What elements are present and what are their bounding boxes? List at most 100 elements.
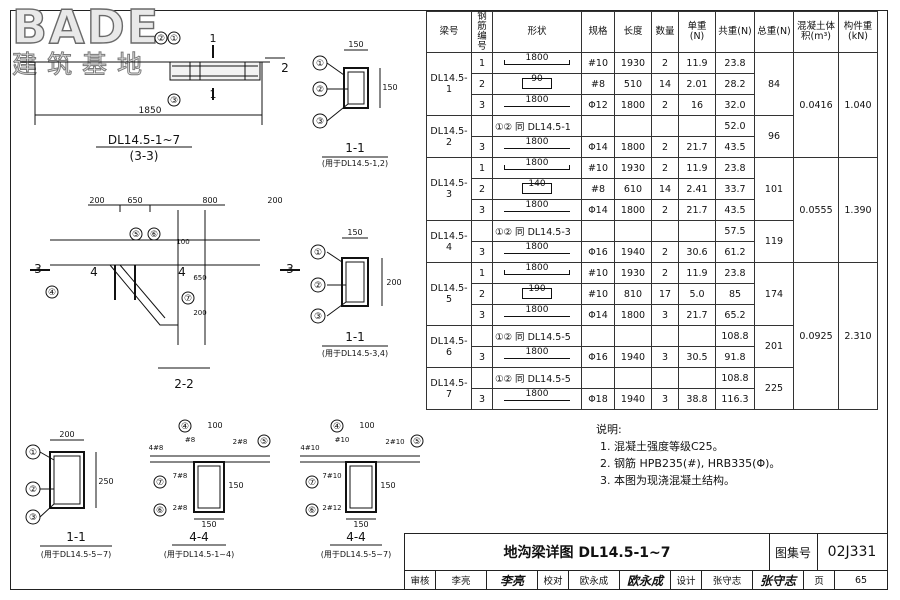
sum-weight-cell: 96: [754, 115, 794, 158]
unit-weight-cell: 21.7: [678, 136, 716, 158]
sec44a-lbl1: 4#8: [149, 444, 164, 452]
drawing-frame: [10, 10, 888, 590]
rebar-length-label: 1800: [525, 304, 549, 315]
rebar-length-label: 190: [528, 283, 546, 294]
cut-3-left: 3: [34, 262, 42, 276]
beam-id-cell: DL14.5-5: [426, 262, 472, 326]
cut-4-right: 4: [178, 265, 186, 279]
unit-weight-cell: [678, 367, 716, 389]
cut-2-label: 2: [281, 61, 289, 75]
member-weight-cell: 1.040: [838, 52, 878, 158]
qty-cell: [651, 325, 679, 347]
sec44b-title: 4-4: [346, 530, 366, 544]
sec44a-height: 150: [228, 481, 243, 490]
shape-cell: 1800: [492, 199, 582, 221]
length-cell: 1800: [614, 304, 652, 326]
unit-weight-cell: [678, 325, 716, 347]
col-spec: 规格: [581, 11, 615, 53]
length-cell: 1800: [614, 94, 652, 116]
shape-cell: ①② 同 DL14.5-5: [492, 325, 582, 347]
total-weight-cell: 116.3: [715, 388, 755, 410]
unit-weight-cell: 21.7: [678, 199, 716, 221]
rebar-shape-icon: 1800: [498, 242, 576, 258]
qty-cell: 2: [651, 136, 679, 158]
rebar-line-icon: [504, 315, 570, 317]
spec-cell: [581, 325, 615, 347]
shape-cell: 1800: [492, 157, 582, 179]
logo-cn: 建筑基地: [12, 50, 153, 80]
sec-c-mark1: ①: [29, 448, 37, 458]
qty-cell: 17: [651, 283, 679, 305]
sum-weight-cell: 84: [754, 52, 794, 116]
shape-cell: 1800: [492, 94, 582, 116]
beam-id-cell: DL14.5-7: [426, 367, 472, 410]
shape-cell: 1800: [492, 388, 582, 410]
qty-cell: 3: [651, 346, 679, 368]
sec-b-note: (用于DL14.5-3,4): [322, 349, 388, 358]
rebar-length-label: 1800: [525, 199, 549, 210]
col-beam: 梁号: [426, 11, 472, 53]
logo-brand: BADE: [11, 0, 161, 54]
volume-cell: 0.0925: [793, 262, 839, 410]
shape-cell: 1800: [492, 52, 582, 74]
sec22-mark4: ④: [48, 288, 56, 298]
rebar-no-cell: [471, 220, 493, 242]
rebar-length-label: 1800: [525, 157, 549, 168]
total-weight-cell: 23.8: [715, 52, 755, 74]
sec-c-mark3: ③: [29, 513, 37, 523]
beam-id-cell: DL14.5-6: [426, 325, 472, 368]
atlas-number: 02J331: [817, 534, 887, 571]
sec44a-width: 150: [201, 520, 216, 529]
total-weight-cell: 28.2: [715, 73, 755, 95]
rebar-no-cell: 3: [471, 136, 493, 158]
shape-cell: ①② 同 DL14.5-5: [492, 367, 582, 389]
qty-cell: 2: [651, 94, 679, 116]
sec44a-mark6: ⑥: [156, 506, 164, 516]
spec-cell: [581, 115, 615, 137]
beam-id-cell: DL14.5-1: [426, 52, 472, 116]
unit-weight-cell: 11.9: [678, 157, 716, 179]
sec44b-height: 150: [380, 481, 395, 490]
sec44a-title: 4-4: [189, 530, 209, 544]
shape-cell: 1800: [492, 262, 582, 284]
cut-1-bot: 1: [210, 88, 217, 101]
notes: 说明: 1. 混凝土强度等级C25。 2. 钢筋 HPB235(#), HRB3…: [596, 421, 780, 489]
length-cell: 510: [614, 73, 652, 95]
total-weight-cell: 108.8: [715, 367, 755, 389]
sec44a-note: (用于DL14.5-1~4): [164, 550, 234, 559]
shape-cell: 90: [492, 73, 582, 95]
length-cell: 1800: [614, 136, 652, 158]
spec-cell: Φ14: [581, 199, 615, 221]
unit-weight-cell: [678, 115, 716, 137]
sec44a-mark5: ⑤: [260, 437, 268, 447]
shape-cell: 190: [492, 283, 582, 305]
sec22-mark5: ⑤: [132, 230, 140, 240]
sec44a-lbl3: 7#8: [173, 472, 188, 480]
col-qty: 数量: [651, 11, 679, 53]
check-label: 校对: [538, 570, 569, 590]
rebar-line-icon: [504, 147, 570, 149]
signature-row: 审核 李亮 李亮 校对 欧永成 欧永成 设计 张守志 张守志 页 65: [405, 570, 887, 590]
dim-22-2: 650: [127, 196, 142, 205]
rebar-no-cell: 3: [471, 199, 493, 221]
col-total: 共重(N): [715, 11, 755, 53]
member-weight-cell: 2.310: [838, 262, 878, 410]
designer: 张守志: [702, 570, 753, 590]
shape-cell: 1800: [492, 346, 582, 368]
sec44b-mark5: ⑤: [413, 437, 421, 447]
length-cell: 1800: [614, 199, 652, 221]
reviewer-signature: 李亮: [487, 570, 538, 590]
length-cell: [614, 325, 652, 347]
drawing-title: 地沟梁详图 DL14.5-1~7: [405, 534, 770, 571]
dim-22-3: 800: [202, 196, 217, 205]
sum-weight-cell: 101: [754, 157, 794, 221]
sec-b-mark3: ③: [314, 312, 322, 322]
spec-cell: Φ14: [581, 136, 615, 158]
total-weight-cell: 23.8: [715, 262, 755, 284]
